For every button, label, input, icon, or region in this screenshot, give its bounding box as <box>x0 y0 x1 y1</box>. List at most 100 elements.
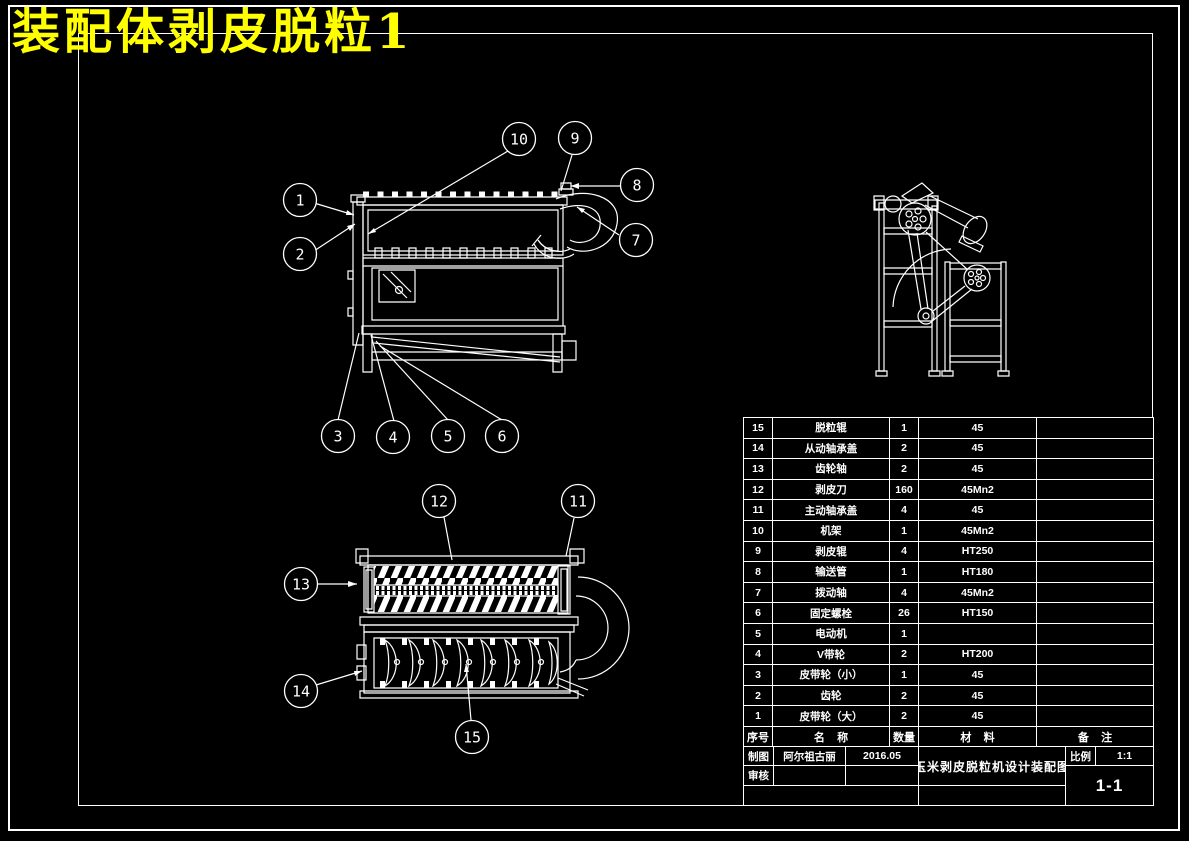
part-name-cell: 电动机 <box>773 623 890 645</box>
part-name-cell: 剥皮刀 <box>773 479 890 501</box>
header-name: 名 称 <box>773 726 890 748</box>
balloon-10: 10 <box>503 123 536 156</box>
part-remark-cell <box>1037 500 1153 521</box>
checked-date <box>846 766 919 786</box>
balloon-11: 11 <box>562 485 595 518</box>
part-number-cell: 6 <box>744 603 773 624</box>
part-material-cell: 45 <box>919 500 1037 521</box>
part-number-cell: 8 <box>744 562 773 583</box>
part-name-cell: 皮带轮（小） <box>773 665 890 686</box>
part-number-cell: 12 <box>744 479 773 501</box>
svg-text:11: 11 <box>569 492 587 510</box>
part-remark-cell <box>1037 418 1153 439</box>
svg-text:6: 6 <box>497 427 506 445</box>
parts-table-row: 11 主动轴承盖 4 45 <box>744 500 1153 521</box>
checked-by <box>774 766 846 786</box>
sheet-number: 1-1 <box>1095 775 1124 795</box>
header-qty: 数量 <box>890 726 919 748</box>
part-number-cell: 13 <box>744 459 773 480</box>
part-name-cell: 齿轮轴 <box>773 459 890 480</box>
part-remark-cell <box>1037 706 1153 727</box>
title-block: 制图 阿尔祖古丽 2016.05 玉米剥皮脱粒机设计装配图 比例 1:1 审核 … <box>743 746 1154 806</box>
drawing-name: 玉米剥皮脱粒机设计装配图 <box>919 747 1066 786</box>
part-qty-cell: 2 <box>890 706 919 727</box>
part-material-cell: HT250 <box>919 541 1037 563</box>
balloon-5: 5 <box>432 420 465 453</box>
part-remark-cell <box>1037 480 1153 501</box>
part-number-cell: 2 <box>744 685 773 707</box>
part-remark-cell <box>1037 521 1153 542</box>
part-qty-cell: 26 <box>890 603 919 624</box>
part-qty-cell: 2 <box>890 685 919 707</box>
part-name-cell: 齿轮 <box>773 685 890 707</box>
parts-table-row: 7 拨动轴 4 45Mn2 <box>744 582 1153 604</box>
part-name-cell: 机架 <box>773 520 890 542</box>
svg-text:3: 3 <box>333 427 342 445</box>
svg-text:5: 5 <box>443 427 452 445</box>
part-qty-cell: 1 <box>890 520 919 542</box>
part-remark-cell <box>1037 439 1153 460</box>
part-name-cell: 剥皮辊 <box>773 541 890 563</box>
svg-text:10: 10 <box>510 130 528 148</box>
part-qty-cell: 2 <box>890 459 919 480</box>
part-remark-cell <box>1037 645 1153 666</box>
parts-table-row: 8 输送管 1 HT180 <box>744 562 1153 583</box>
part-name-cell: 主动轴承盖 <box>773 500 890 521</box>
front-view-leader-lines <box>314 151 620 421</box>
svg-text:1: 1 <box>295 191 304 209</box>
part-material-cell: 45 <box>919 665 1037 686</box>
parts-table-header-row: 序号 名 称 数量 材 料 备 注 <box>744 726 1153 748</box>
svg-text:4: 4 <box>388 428 397 446</box>
part-name-cell: 输送管 <box>773 562 890 583</box>
parts-table: 15 脱粒辊 1 45 14 从动轴承盖 2 45 13 齿轮轴 2 45 12… <box>743 417 1154 748</box>
balloon-15: 15 <box>456 721 489 754</box>
part-number-cell: 14 <box>744 438 773 460</box>
part-material-cell: 45Mn2 <box>919 479 1037 501</box>
title-block-empty-mid <box>919 786 1066 805</box>
part-qty-cell: 4 <box>890 582 919 604</box>
header-remark: 备 注 <box>1037 727 1153 748</box>
part-material-cell: HT200 <box>919 644 1037 666</box>
svg-text:2: 2 <box>295 245 304 263</box>
parts-table-row: 2 齿轮 2 45 <box>744 685 1153 707</box>
balloon-9: 9 <box>559 122 592 155</box>
side-view <box>860 175 1020 390</box>
part-name-cell: 脱粒辊 <box>773 418 890 439</box>
front-view-drawing <box>348 183 617 372</box>
part-material-cell: 45 <box>919 706 1037 727</box>
part-qty-cell: 4 <box>890 500 919 521</box>
balloon-12: 12 <box>423 485 456 518</box>
balloon-4: 4 <box>377 421 410 454</box>
drawn-label: 制图 <box>744 747 774 766</box>
part-name-cell: 从动轴承盖 <box>773 438 890 460</box>
part-remark-cell <box>1037 665 1153 686</box>
front-view: 1 2 3 4 5 6 7 8 9 10 <box>280 110 670 460</box>
part-material-cell: 45 <box>919 418 1037 439</box>
part-number-cell: 1 <box>744 706 773 727</box>
part-remark-cell <box>1037 562 1153 583</box>
page-outer-border <box>8 5 1180 831</box>
part-material-cell: 45 <box>919 438 1037 460</box>
part-remark-cell <box>1037 542 1153 563</box>
part-qty-cell: 2 <box>890 438 919 460</box>
balloon-3: 3 <box>322 420 355 453</box>
plan-view-leader-lines <box>316 517 574 720</box>
svg-text:8: 8 <box>632 176 641 194</box>
balloon-2: 2 <box>284 238 317 271</box>
drawn-date: 2016.05 <box>846 747 919 766</box>
parts-table-row: 3 皮带轮（小） 1 45 <box>744 665 1153 686</box>
svg-text:7: 7 <box>631 231 640 249</box>
plan-view: 11 12 13 14 15 <box>280 480 645 770</box>
part-material-cell: HT180 <box>919 562 1037 583</box>
part-qty-cell: 1 <box>890 562 919 583</box>
part-material-cell: 45 <box>919 685 1037 707</box>
part-number-cell: 4 <box>744 644 773 666</box>
parts-table-row: 15 脱粒辊 1 45 <box>744 418 1153 439</box>
part-number-cell: 15 <box>744 418 773 439</box>
balloon-1: 1 <box>284 184 317 217</box>
svg-text:9: 9 <box>570 129 579 147</box>
balloon-14: 14 <box>285 675 318 708</box>
part-remark-cell <box>1037 686 1153 707</box>
balloon-13: 13 <box>285 568 318 601</box>
part-name-cell: 固定螺栓 <box>773 603 890 624</box>
